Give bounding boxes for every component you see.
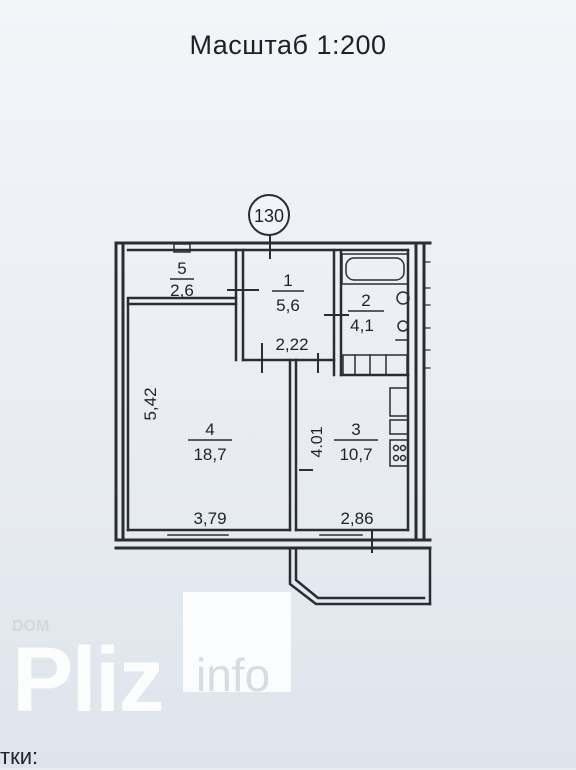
dimension-room4-height: 5,42 — [141, 387, 160, 420]
scale-title: Масштаб 1:200 — [189, 30, 387, 60]
watermark-suffix: info — [196, 649, 271, 701]
room-2-area: 4,1 — [350, 316, 374, 335]
kitchen-counter — [342, 354, 409, 467]
room-2-number: 2 — [361, 291, 370, 310]
room-1-number: 1 — [283, 271, 292, 290]
bathtub — [341, 253, 409, 285]
room-3-area: 10,7 — [339, 445, 372, 464]
room-3-number: 3 — [351, 420, 360, 439]
dimension-corridor: 2,22 — [275, 335, 308, 354]
windows — [167, 529, 363, 541]
footer-caption: тки: — [0, 744, 39, 769]
dimension-room3-width: 2,86 — [340, 509, 373, 528]
watermark-box — [183, 592, 291, 692]
apartment-number: 130 — [254, 206, 284, 226]
right-wall-ticks — [423, 261, 431, 369]
apartment-number-circle — [248, 194, 290, 236]
watermark-small: DOM — [12, 618, 50, 635]
room-4-area: 18,7 — [193, 445, 226, 464]
dimension-room3-height: 4.01 — [309, 426, 326, 457]
room-5-area: 2,6 — [170, 281, 194, 300]
room-1-area: 5,6 — [276, 296, 300, 315]
watermark-brand: Pliz — [12, 629, 164, 731]
outer-walls — [114, 241, 432, 550]
room-5-number: 5 — [177, 259, 186, 278]
room-4-number: 4 — [205, 420, 214, 439]
dimension-room4-width: 3,79 — [193, 509, 226, 528]
balcony — [288, 546, 432, 606]
door-marks — [169, 235, 373, 553]
bathroom-fixtures — [395, 291, 410, 341]
